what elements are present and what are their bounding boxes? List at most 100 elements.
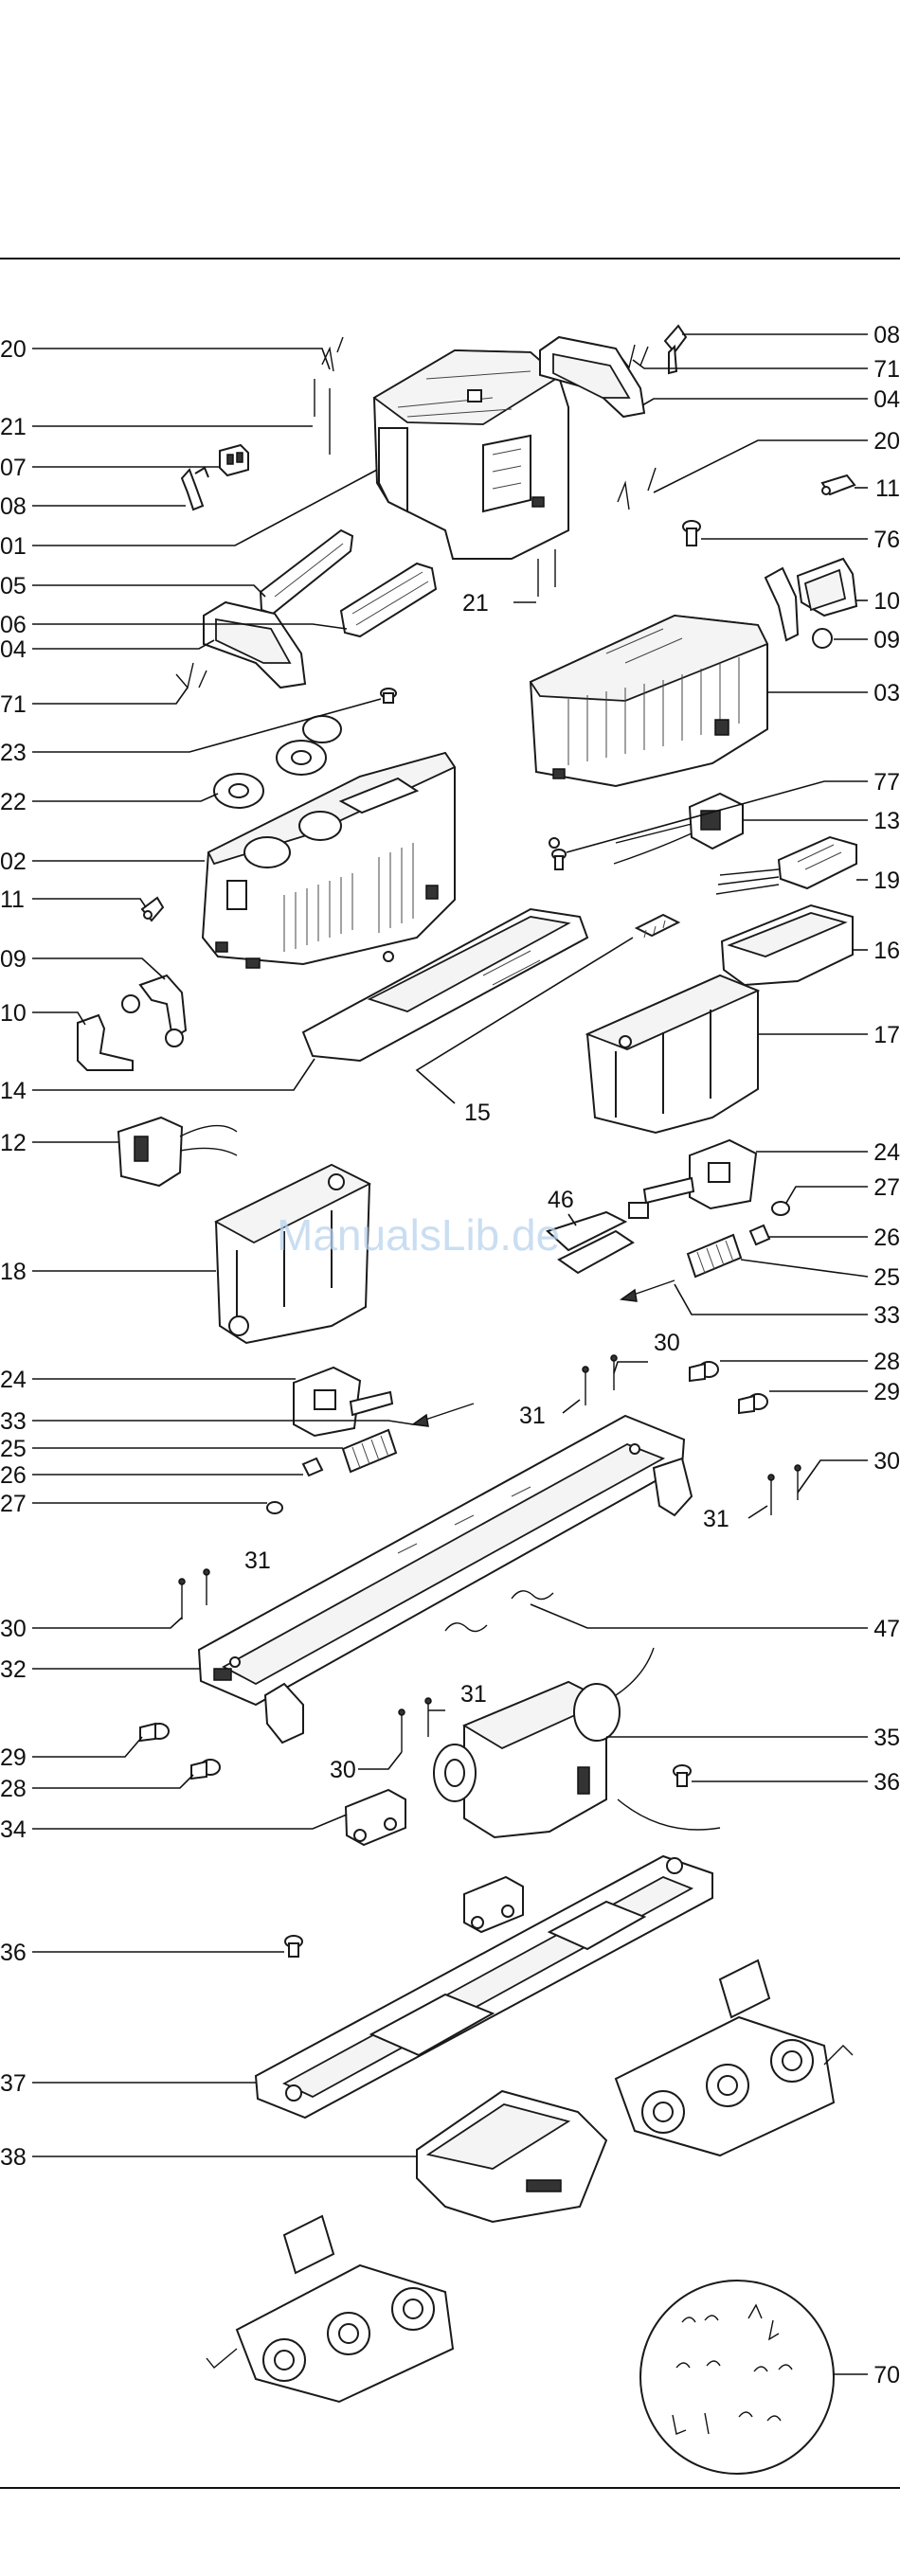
callout-28: 28 xyxy=(720,1349,900,1375)
part-10-bracket-right xyxy=(798,559,856,616)
callout-34: 34 xyxy=(0,1815,347,1843)
callout-70: 70 xyxy=(834,2362,900,2388)
part-24-coupler-box-left xyxy=(294,1368,392,1436)
callout-71: 71 xyxy=(0,688,188,718)
callout-label: 25 xyxy=(873,1264,900,1291)
callout-06: 06 xyxy=(0,612,347,638)
part-11-fitting-right xyxy=(822,475,855,494)
part-20-wire-left xyxy=(322,337,343,371)
callout-label: 11 xyxy=(0,886,25,913)
part-76-screw xyxy=(683,521,700,546)
callout-24: 24 xyxy=(756,1139,900,1166)
part-24-coupler-box-right xyxy=(644,1140,756,1208)
part-06-window xyxy=(341,564,436,636)
callout-label: 13 xyxy=(873,808,900,834)
part-21-rods-left xyxy=(315,379,330,455)
callout-label: 20 xyxy=(873,428,900,455)
callout-label: 30 xyxy=(0,1616,27,1642)
callout-27: 27 xyxy=(0,1491,267,1517)
callout-label: 03 xyxy=(873,680,900,707)
callout-label: 34 xyxy=(0,1816,27,1843)
callout-22: 22 xyxy=(0,789,218,815)
callout-label: 08 xyxy=(873,322,900,349)
callout-09: 09 xyxy=(834,627,900,653)
part-07-cap xyxy=(220,445,248,475)
callout-31: 31 xyxy=(428,1681,487,1710)
part-23-screw xyxy=(381,689,396,703)
part-08-horn-left xyxy=(182,468,208,510)
callout-label: 24 xyxy=(0,1367,27,1393)
callout-31: 31 xyxy=(244,1547,271,1574)
callout-label: 46 xyxy=(548,1187,574,1213)
callout-label: 04 xyxy=(0,636,27,663)
callout-36: 36 xyxy=(692,1769,900,1796)
callout-label: 31 xyxy=(703,1506,729,1532)
part-01-cab xyxy=(374,350,568,559)
part-15-chip xyxy=(637,915,678,938)
callout-label: 07 xyxy=(0,455,27,481)
callout-47: 47 xyxy=(531,1604,900,1642)
callout-label: 20 xyxy=(0,336,27,363)
part-03-rear-hood xyxy=(531,616,767,786)
leader-line xyxy=(32,958,165,979)
callout-label: 15 xyxy=(464,1100,491,1126)
leader-line xyxy=(32,688,188,704)
callout-label: 27 xyxy=(873,1174,900,1201)
callout-11: 11 xyxy=(855,475,900,502)
part-47-clips xyxy=(445,1591,553,1632)
callout-label: 29 xyxy=(873,1379,900,1405)
callout-26: 26 xyxy=(769,1225,900,1251)
callout-04: 04 xyxy=(0,636,214,663)
callout-label: 36 xyxy=(873,1769,900,1796)
callout-19: 19 xyxy=(856,868,900,894)
part-17-frame xyxy=(587,975,758,1133)
part-27-washer-left xyxy=(267,1502,282,1513)
callout-label: 33 xyxy=(0,1408,27,1435)
callout-label: 16 xyxy=(873,938,900,964)
callout-label: 23 xyxy=(0,740,27,766)
callout-21: 21 xyxy=(0,414,313,440)
callout-24: 24 xyxy=(0,1367,296,1393)
callout-label: 30 xyxy=(873,1448,900,1475)
callout-28: 28 xyxy=(0,1775,193,1802)
part-25-spring-left xyxy=(343,1430,396,1472)
part-29-screw-right xyxy=(739,1394,767,1413)
callout-12: 12 xyxy=(0,1130,119,1156)
part-16-cover xyxy=(722,905,853,985)
part-70-small-parts-circle xyxy=(640,2281,834,2474)
callout-label: 17 xyxy=(873,1022,900,1048)
callout-30: 30 xyxy=(0,1616,182,1642)
callout-label: 71 xyxy=(0,691,27,718)
callout-29: 29 xyxy=(0,1737,142,1771)
leader-line xyxy=(32,794,218,801)
callout-label: 36 xyxy=(0,1940,27,1966)
callout-08: 08 xyxy=(0,493,186,520)
leader-line xyxy=(32,1059,315,1090)
part-36-screw-right xyxy=(674,1765,691,1786)
callout-05: 05 xyxy=(0,573,265,599)
callout-27: 27 xyxy=(786,1174,900,1203)
part-04-frame-left xyxy=(204,602,305,688)
callout-31: 31 xyxy=(703,1506,767,1532)
part-22-fan-discs xyxy=(214,716,341,808)
callout-30: 30 xyxy=(330,1752,402,1783)
callout-label: 01 xyxy=(0,533,27,560)
callout-14: 14 xyxy=(0,1059,315,1104)
part-27-washer-right xyxy=(772,1202,789,1215)
callout-label: 30 xyxy=(330,1757,356,1783)
part-30-31-pins-mid xyxy=(399,1698,431,1752)
callout-13: 13 xyxy=(743,808,900,834)
callout-label: 08 xyxy=(0,493,27,520)
callout-label: 09 xyxy=(0,946,27,973)
callout-10: 10 xyxy=(856,588,900,615)
leader-line xyxy=(563,1400,580,1413)
part-71-wiper-left xyxy=(176,663,207,688)
callout-label: 14 xyxy=(0,1078,27,1104)
leader-line xyxy=(32,640,214,649)
part-19-decoder xyxy=(716,837,856,894)
part-13-connector xyxy=(614,794,743,864)
part-10-bracket-left xyxy=(78,1015,133,1070)
callout-label: 35 xyxy=(873,1725,900,1751)
